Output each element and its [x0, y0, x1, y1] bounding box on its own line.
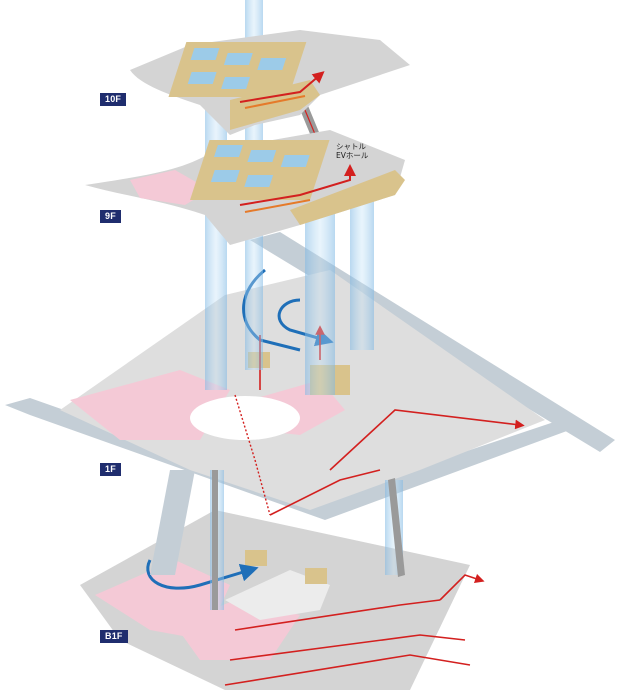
b1f-ev-block-2	[245, 550, 267, 566]
floor-b1f	[80, 510, 485, 690]
escalator-b1f-west	[212, 470, 218, 610]
floor-label-1f: 1F	[100, 463, 121, 476]
b1f-plaza	[225, 570, 330, 620]
10f-red-route	[239, 71, 325, 103]
9f-office-grid	[190, 140, 330, 200]
1f-rotary	[190, 396, 300, 440]
b1f-red-routes	[224, 599, 471, 686]
10f-office-grid	[168, 42, 307, 97]
b1f-red-exit	[439, 573, 485, 601]
floor-10f	[130, 30, 410, 135]
9f-tan-zone	[290, 170, 405, 225]
1f-pink-zone-west	[70, 370, 230, 440]
floor-9f	[85, 130, 405, 245]
callout-line-2: EVホール	[336, 151, 369, 160]
b1f-blue-route	[146, 559, 259, 590]
escalator-b1f-east	[388, 478, 405, 577]
9f-red-route	[239, 164, 356, 206]
floor-label-b1f: B1F	[100, 630, 128, 643]
1f-red-dotted-route	[234, 394, 271, 516]
10f-orange-route	[244, 95, 306, 109]
9f-pink-zone	[130, 170, 210, 205]
9f-orange-route	[244, 199, 311, 213]
floor-label-10f: 10F	[100, 93, 127, 106]
road-ramp-south	[150, 470, 195, 575]
floor-label-9f: 9F	[100, 210, 121, 223]
shuttle-ev-hall-callout: シャトル EVホール	[336, 142, 368, 160]
callout-line-1: シャトル	[336, 142, 366, 151]
b1f-ev-block-1	[305, 568, 327, 584]
1f-red-routes	[269, 409, 520, 516]
